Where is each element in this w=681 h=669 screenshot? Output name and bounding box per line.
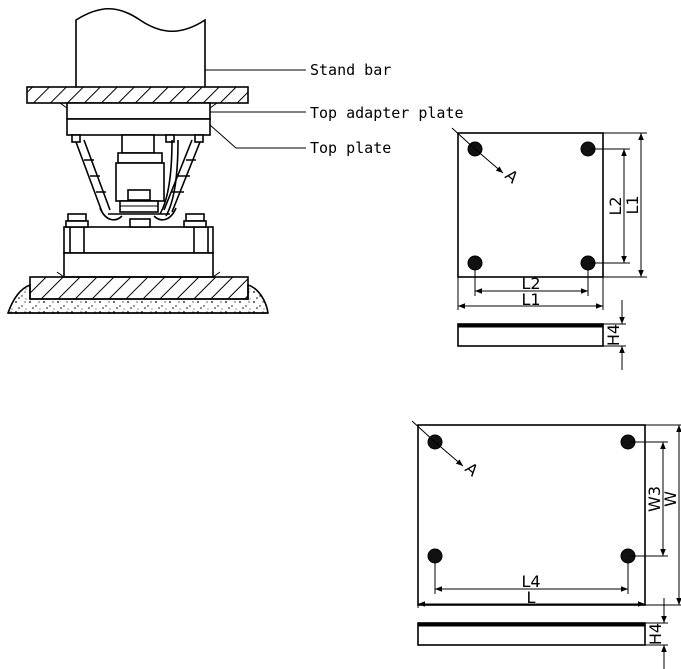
dim-l4: L4 xyxy=(521,572,540,591)
plate-view-1: A L2 L1 L2 L1 H4 xyxy=(451,127,647,370)
lower-hatched-plate xyxy=(29,276,249,300)
callout-top-plate: Top plate xyxy=(310,139,391,157)
dim-l2-horizontal: L2 xyxy=(521,274,540,293)
upper-hatched-plate xyxy=(26,86,249,104)
dim-h4-2: H4 xyxy=(646,623,665,645)
stand-bar xyxy=(75,8,206,87)
dim-l1-vertical: L1 xyxy=(623,195,642,214)
leader-top-plate xyxy=(209,124,306,149)
top-adapter-plate xyxy=(66,102,211,120)
load-cell-top xyxy=(121,134,155,154)
section-mark-2: A xyxy=(461,459,482,481)
plate-view-2: A W3 W L4 L H4 xyxy=(411,420,681,669)
top-plate xyxy=(66,118,211,136)
dim-w3: W3 xyxy=(645,486,664,512)
plate-1-outline xyxy=(457,132,604,278)
dim-l1-horizontal: L1 xyxy=(521,290,540,309)
dim-l2-vertical: L2 xyxy=(606,196,625,215)
hole-2-bl xyxy=(427,548,443,564)
ground-foundation xyxy=(6,283,269,314)
bottom-base-plate xyxy=(63,226,214,254)
dim-w: W xyxy=(661,491,680,507)
callout-stand-bar: Stand bar xyxy=(310,61,391,79)
plate-1-side-view xyxy=(457,323,604,347)
assembly-view: Stand bar Top adapter plate Top plate xyxy=(6,8,464,314)
dim-h4-1: H4 xyxy=(604,324,623,346)
callout-top-adapter-plate: Top adapter plate xyxy=(310,104,464,122)
section-mark-1: A xyxy=(501,166,522,188)
dim-l: L xyxy=(527,588,536,607)
plate-2-side-view xyxy=(417,622,646,646)
hole-1-bl xyxy=(467,255,483,271)
